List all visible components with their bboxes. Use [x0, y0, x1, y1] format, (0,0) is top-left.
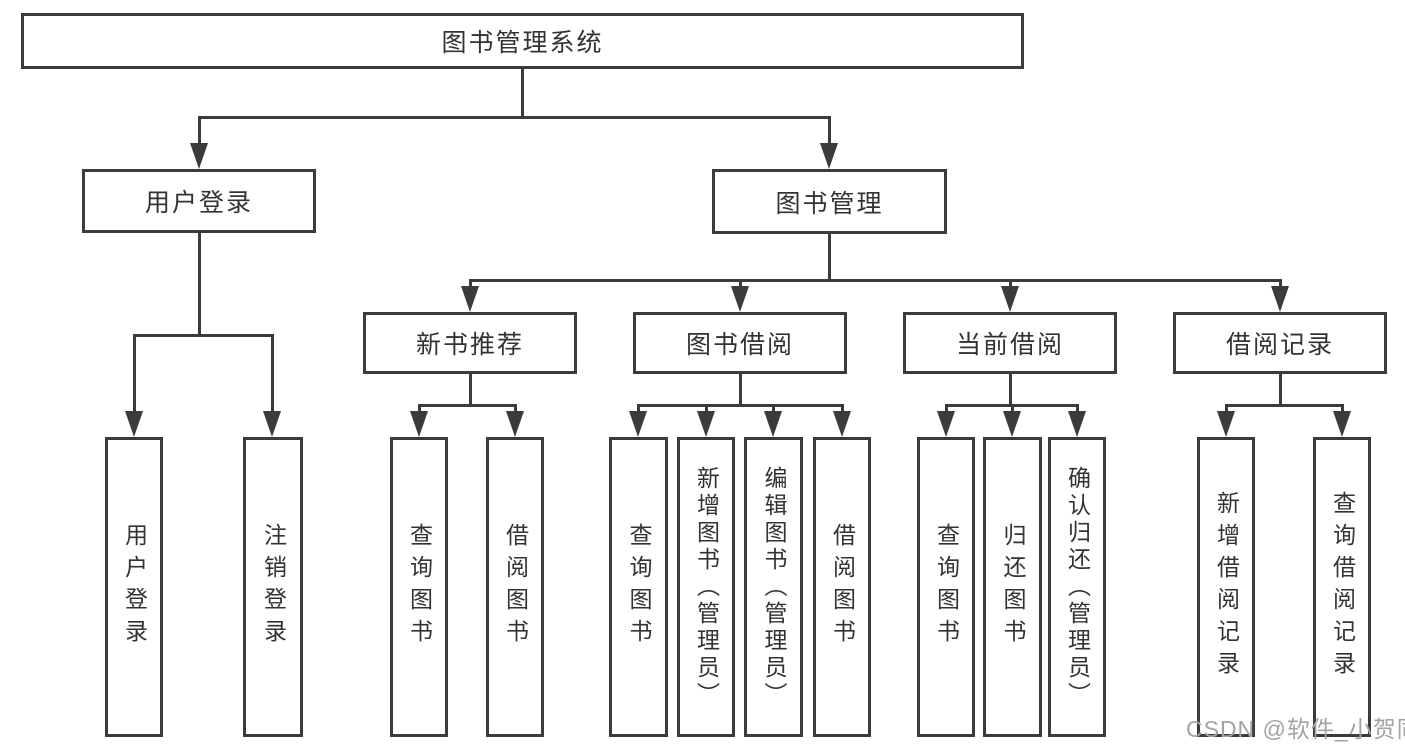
node-borrow-records-label: 借阅记录	[1225, 331, 1334, 359]
node-current-borrow-label: 当前借阅	[955, 331, 1064, 359]
leaf-add-borrow-record: 新增借阅记录	[1197, 437, 1255, 737]
node-user-login-label: 用户登录	[144, 189, 253, 217]
connector-line	[469, 374, 472, 406]
connector-line	[514, 404, 517, 413]
arrowhead-down	[263, 411, 281, 437]
connector-line	[705, 404, 708, 413]
arrowhead-down	[1003, 411, 1021, 437]
connector-line	[828, 234, 831, 281]
leaf-borrow-books-recommend: 借阅图书	[486, 437, 544, 737]
node-root-label: 图书管理系统	[441, 29, 604, 57]
connector-line	[1341, 404, 1344, 413]
leaf-query-books-recommend-label: 查询图书	[406, 523, 433, 651]
leaf-user-login: 用户登录	[105, 437, 163, 737]
leaf-query-books-recommend: 查询图书	[390, 437, 448, 737]
connector-line	[841, 404, 844, 413]
leaf-add-book-admin: 新增图书（管理员）	[677, 437, 735, 737]
connector-line	[637, 404, 640, 413]
arrowhead-down	[820, 143, 838, 169]
node-book-borrow: 图书借阅	[633, 312, 847, 374]
connector-line	[828, 116, 831, 145]
connector-line	[418, 404, 516, 407]
connector-line	[1279, 279, 1282, 288]
leaf-add-borrow-record-label: 新增借阅记录	[1213, 491, 1240, 683]
arrowhead-down	[1217, 411, 1235, 437]
connector-line	[1011, 404, 1014, 413]
leaf-query-books-borrow: 查询图书	[609, 437, 668, 737]
connector-line	[469, 279, 472, 288]
leaf-return-books-label: 归还图书	[1000, 523, 1026, 651]
leaf-query-borrow-record-label: 查询借阅记录	[1329, 491, 1356, 683]
node-current-borrow: 当前借阅	[903, 312, 1117, 374]
leaf-borrow-books-label: 借阅图书	[829, 523, 856, 651]
leaf-return-books: 归还图书	[983, 437, 1042, 737]
connector-line	[1279, 374, 1282, 406]
arrowhead-down	[1271, 286, 1289, 312]
connector-line	[637, 404, 844, 407]
arrowhead-down	[1001, 286, 1019, 312]
leaf-add-book-admin-label: 新增图书（管理员）	[693, 465, 720, 709]
connector-line	[739, 279, 742, 288]
connector-line	[198, 116, 201, 145]
leaf-edit-book-admin-label: 编辑图书（管理员）	[761, 465, 787, 709]
connector-line	[418, 404, 421, 413]
connector-line	[469, 279, 1281, 282]
arrowhead-down	[190, 143, 208, 169]
connector-line	[772, 404, 775, 413]
connector-line	[1225, 404, 1343, 407]
arrowhead-down	[1068, 411, 1086, 437]
connector-line	[521, 69, 524, 117]
leaf-user-login-label: 用户登录	[121, 523, 148, 651]
leaf-confirm-return-admin-label: 确认归还（管理员）	[1064, 465, 1091, 709]
leaf-query-borrow-record: 查询借阅记录	[1313, 437, 1371, 737]
arrowhead-down	[764, 411, 782, 437]
arrowhead-down	[125, 411, 143, 437]
connector-line	[1009, 374, 1012, 406]
arrowhead-down	[506, 411, 524, 437]
arrowhead-down	[937, 411, 955, 437]
connector-line	[133, 334, 274, 337]
connector-line	[271, 334, 274, 413]
arrowhead-down	[1333, 411, 1351, 437]
connector-line	[133, 334, 136, 413]
node-root: 图书管理系统	[21, 13, 1024, 69]
node-new-book-recommend: 新书推荐	[363, 312, 577, 374]
node-book-borrow-label: 图书借阅	[685, 331, 794, 359]
connector-line	[198, 233, 201, 336]
arrowhead-down	[461, 286, 479, 312]
node-new-book-recommend-label: 新书推荐	[415, 331, 524, 359]
connector-line	[1009, 279, 1012, 288]
connector-line	[739, 374, 742, 406]
node-book-management-label: 图书管理	[775, 189, 884, 218]
connector-line	[198, 116, 830, 119]
arrowhead-down	[629, 411, 647, 437]
arrowhead-down	[833, 411, 851, 437]
leaf-logout: 注销登录	[243, 437, 303, 737]
node-user-login: 用户登录	[82, 169, 316, 233]
leaf-logout-label: 注销登录	[260, 523, 287, 651]
arrowhead-down	[731, 286, 749, 312]
csdn-watermark: CSDN @软件_小贺同学	[1186, 716, 1405, 742]
leaf-borrow-books-recommend-label: 借阅图书	[502, 523, 529, 651]
connector-line	[1225, 404, 1228, 413]
leaf-edit-book-admin: 编辑图书（管理员）	[744, 437, 803, 737]
connector-line	[1076, 404, 1079, 413]
leaf-borrow-books: 借阅图书	[813, 437, 871, 737]
leaf-confirm-return-admin: 确认归还（管理员）	[1048, 437, 1106, 737]
leaf-query-books-current: 查询图书	[917, 437, 975, 737]
node-borrow-records: 借阅记录	[1173, 312, 1387, 374]
arrowhead-down	[697, 411, 715, 437]
arrowhead-down	[410, 411, 428, 437]
leaf-query-books-borrow-label: 查询图书	[626, 523, 652, 651]
leaf-query-books-current-label: 查询图书	[933, 523, 960, 651]
node-book-management: 图书管理	[712, 169, 947, 234]
connector-line	[945, 404, 948, 413]
